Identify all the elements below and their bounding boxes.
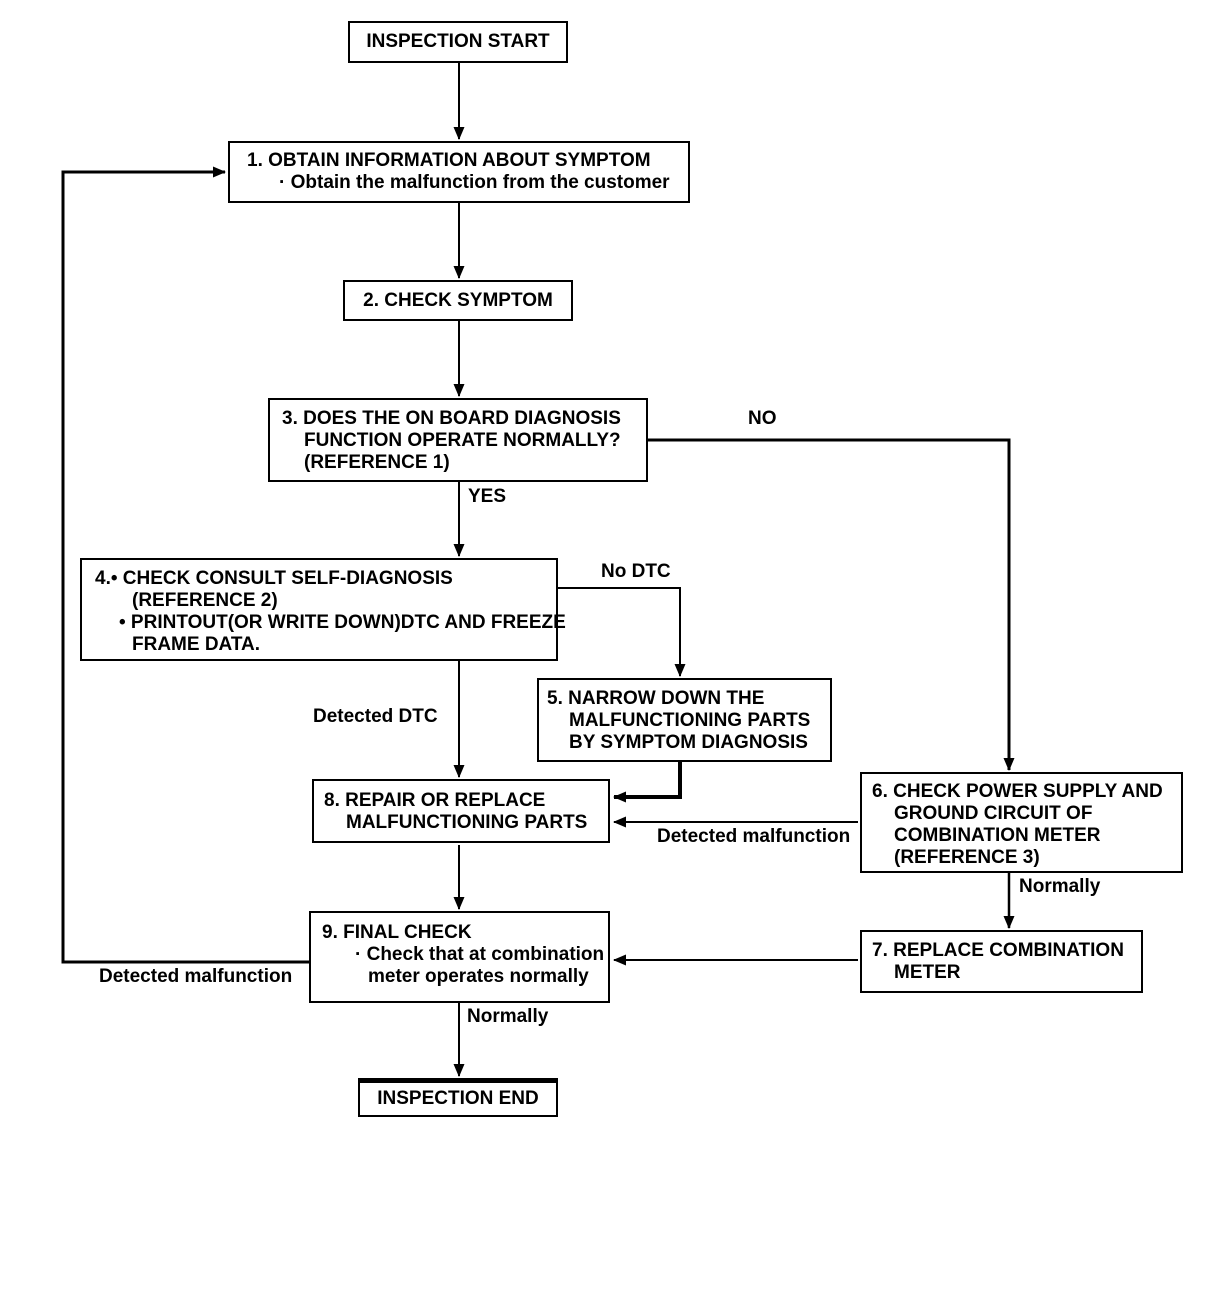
node-line: (REFERENCE 3) xyxy=(894,847,1040,868)
node-line: FRAME DATA. xyxy=(132,634,261,655)
node-step-9-final-check: 9. FINAL CHECK · Check that at combinati… xyxy=(309,911,610,1003)
edge-label-yes: YES xyxy=(468,486,507,507)
node-step-2-check-symptom: 2. CHECK SYMPTOM xyxy=(343,280,573,321)
edge-label-detected-malfunction-left: Detected malfunction xyxy=(99,966,293,987)
node-line: 3. DOES THE ON BOARD DIAGNOSIS xyxy=(282,408,621,429)
edge-label-detected-dtc: Detected DTC xyxy=(313,706,438,727)
node-line: FUNCTION OPERATE NORMALLY? xyxy=(304,430,621,451)
edge-label-detected-malfunction-right: Detected malfunction xyxy=(657,826,851,847)
node-line: meter operates normally xyxy=(368,966,589,987)
edge-label-normally-bottom: Normally xyxy=(467,1006,549,1027)
node-label: 2. CHECK SYMPTOM xyxy=(363,289,553,311)
edge-label-no: NO xyxy=(748,408,777,429)
node-line: BY SYMPTOM DIAGNOSIS xyxy=(569,732,808,753)
arrow-step5-to-step8 xyxy=(613,762,682,803)
node-step-7-replace-combination-meter: 7. REPLACE COMBINATION METER xyxy=(860,930,1143,993)
node-line: MALFUNCTIONING PARTS xyxy=(346,812,588,833)
edge-label-normally-right: Normally xyxy=(1019,876,1101,897)
node-line: GROUND CIRCUIT OF xyxy=(894,803,1093,824)
node-inspection-end: INSPECTION END xyxy=(358,1078,558,1117)
node-inspection-start: INSPECTION START xyxy=(348,21,568,63)
node-step-8-repair-or-replace: 8. REPAIR OR REPLACE MALFUNCTIONING PART… xyxy=(312,779,610,843)
node-line: (REFERENCE 2) xyxy=(132,590,278,611)
node-line: MALFUNCTIONING PARTS xyxy=(569,710,811,731)
node-line: COMBINATION METER xyxy=(894,825,1101,846)
node-line: · Obtain the malfunction from the custom… xyxy=(279,172,670,193)
node-line: (REFERENCE 1) xyxy=(304,452,450,473)
edge-label-no-dtc: No DTC xyxy=(601,561,671,582)
arrow-step4-to-step5-no-dtc xyxy=(558,587,686,677)
node-line: • PRINTOUT(OR WRITE DOWN)DTC AND FREEZE xyxy=(119,612,566,633)
node-line: 6. CHECK POWER SUPPLY AND xyxy=(872,781,1163,802)
node-line: · Check that at combination xyxy=(355,944,605,965)
node-step-4-consult-self-diagnosis: 4.• CHECK CONSULT SELF-DIAGNOSIS (REFERE… xyxy=(80,558,566,661)
node-step-6-check-power-supply: 6. CHECK POWER SUPPLY AND GROUND CIRCUIT… xyxy=(860,772,1183,873)
node-line: METER xyxy=(894,962,961,983)
node-label: INSPECTION START xyxy=(366,31,550,52)
node-line: 8. REPAIR OR REPLACE xyxy=(324,790,546,811)
node-line: 9. FINAL CHECK xyxy=(322,922,472,943)
node-line: 4.• CHECK CONSULT SELF-DIAGNOSIS xyxy=(95,568,453,589)
node-label: INSPECTION END xyxy=(377,1088,539,1109)
node-step-3-on-board-diagnosis: 3. DOES THE ON BOARD DIAGNOSIS FUNCTION … xyxy=(268,398,648,482)
node-line: 5. NARROW DOWN THE xyxy=(547,688,765,709)
node-step-1-obtain-information: 1. OBTAIN INFORMATION ABOUT SYMPTOM · Ob… xyxy=(228,141,690,203)
node-line: 1. OBTAIN INFORMATION ABOUT SYMPTOM xyxy=(247,150,651,171)
node-line: 7. REPLACE COMBINATION xyxy=(872,940,1124,961)
node-step-5-narrow-down-parts: 5. NARROW DOWN THE MALFUNCTIONING PARTS … xyxy=(537,678,832,762)
